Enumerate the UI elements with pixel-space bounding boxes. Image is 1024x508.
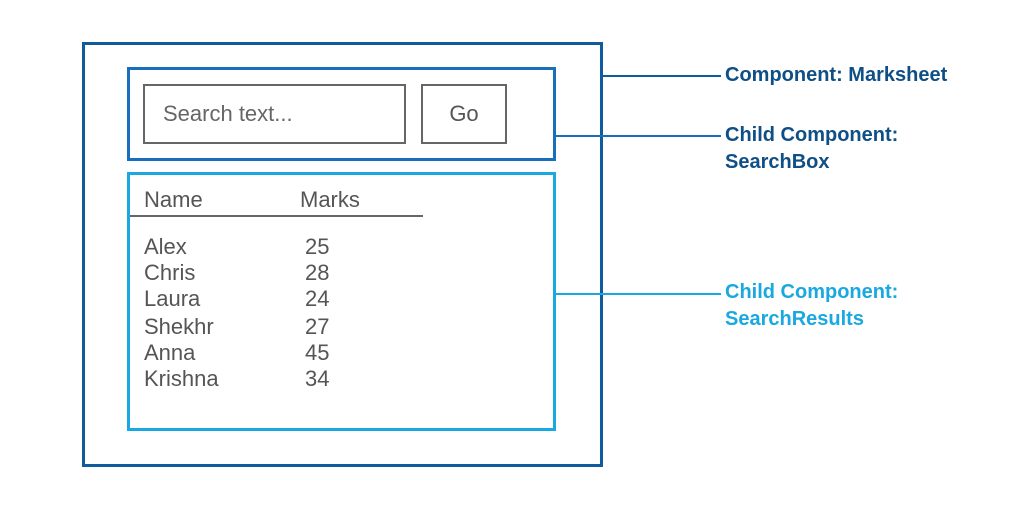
student-name: Laura xyxy=(144,286,201,311)
header-divider xyxy=(130,215,423,217)
table-row: Anna 45 xyxy=(0,340,329,366)
label-searchbox-line2: SearchBox xyxy=(725,151,830,173)
student-name: Shekhr xyxy=(144,314,214,339)
label-marksheet: Component: Marksheet xyxy=(725,64,948,86)
student-name: Chris xyxy=(144,260,196,285)
connector-searchbox xyxy=(556,135,721,137)
column-header-name: Name xyxy=(144,187,203,212)
search-input[interactable] xyxy=(143,84,406,144)
go-button[interactable]: Go xyxy=(421,84,507,144)
label-searchbox-line1: Child Component: xyxy=(725,124,899,146)
label-searchresults-line2: SearchResults xyxy=(725,308,864,330)
student-name: Krishna xyxy=(144,366,219,391)
student-marks: 28 xyxy=(305,260,330,285)
column-header-marks: Marks xyxy=(300,187,360,212)
label-searchresults: Child Component: SearchResults xyxy=(725,279,898,333)
connector-searchresults xyxy=(556,293,721,295)
table-row: Krishna 34 xyxy=(0,366,329,392)
searchbox-component-frame xyxy=(127,67,556,161)
table-row: Chris 28 xyxy=(0,260,329,286)
label-searchbox: Child Component: SearchBox xyxy=(725,122,898,176)
student-marks: 34 xyxy=(305,366,330,391)
student-name: Anna xyxy=(144,340,196,365)
table-row: Alex 25 xyxy=(0,234,329,260)
student-marks: 24 xyxy=(305,286,330,311)
searchresults-component-frame xyxy=(127,172,556,431)
student-marks: 25 xyxy=(305,234,330,259)
table-row: Laura 24 xyxy=(0,286,329,312)
student-name: Alex xyxy=(144,234,187,259)
label-searchresults-line1: Child Component: xyxy=(725,281,899,303)
table-row: Shekhr 27 xyxy=(0,314,329,340)
marksheet-component-frame xyxy=(82,42,603,467)
connector-marksheet xyxy=(603,75,721,77)
student-marks: 27 xyxy=(305,314,330,339)
student-marks: 45 xyxy=(305,340,330,365)
